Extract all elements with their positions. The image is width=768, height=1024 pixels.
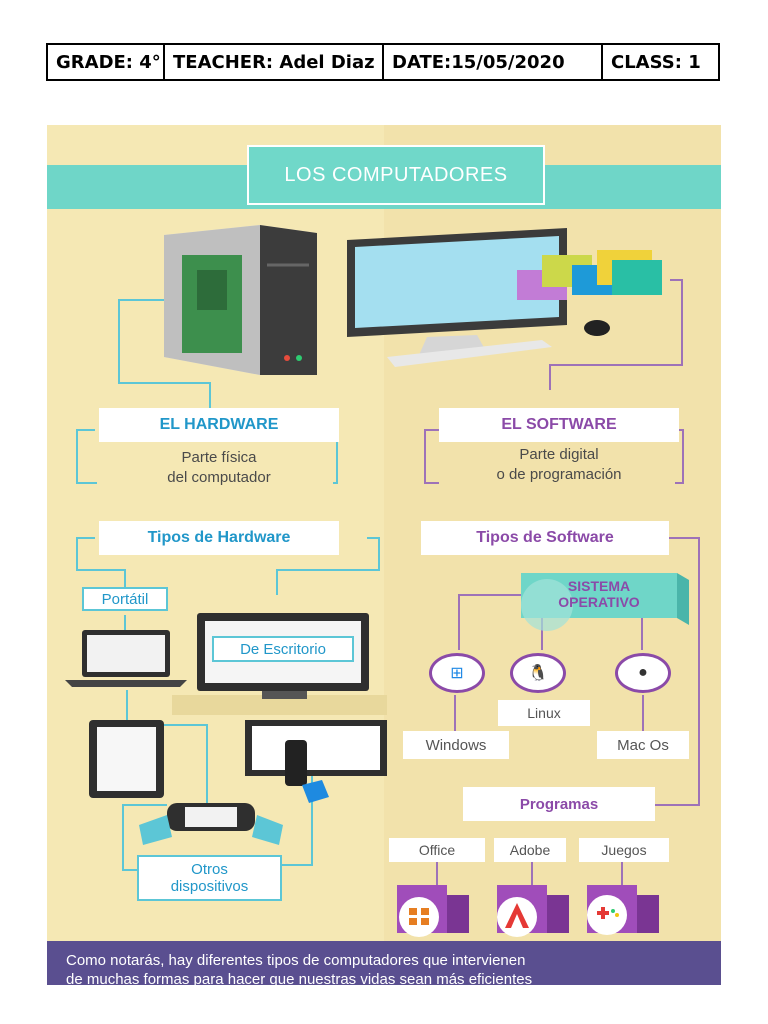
footer-line1: Como notarás, hay diferentes tipos de co… [66, 952, 526, 969]
desktop-monitor-icon [172, 613, 387, 715]
class-cell: CLASS: 1 [611, 51, 701, 73]
portatil-label: Portátil [82, 587, 168, 611]
footer-bar: Como notarás, hay diferentes tipos de co… [47, 941, 721, 985]
windows-logo-icon: ⊞ [429, 653, 485, 693]
otros-line1: Otros [191, 861, 228, 878]
teacher-cell: TEACHER: Adel Diaz [165, 45, 384, 79]
date-cell: DATE:15/05/2020 [384, 45, 603, 79]
infographic: LOS COMPUTADORES [47, 125, 721, 985]
so-line2: OPERATIVO [558, 594, 640, 610]
otros-dispositivos-label: Otros dispositivos [137, 855, 282, 901]
sistema-operativo-label: SISTEMA OPERATIVO [521, 578, 677, 610]
header-table: GRADE: 4° TEACHER: Adel Diaz DATE:15/05/… [46, 43, 720, 81]
tv-icon [245, 720, 387, 776]
adobe-icon [497, 885, 569, 937]
software-types-title: Tipos de Software [421, 521, 669, 555]
linux-label: Linux [498, 700, 590, 726]
tablet-icon [89, 720, 164, 798]
software-description-line2: o de programación [496, 466, 622, 483]
macos-label: Mac Os [597, 731, 689, 759]
hardware-types-title: Tipos de Hardware [99, 521, 339, 555]
hardware-description-line2: del computador [167, 469, 271, 486]
footer-text: Como notarás, hay diferentes tipos de co… [66, 951, 716, 985]
handheld-console-icon [139, 803, 283, 845]
windows-label: Windows [403, 731, 509, 759]
adobe-label: Adobe [494, 838, 566, 862]
office-icon [397, 885, 469, 937]
laptop-icon [65, 630, 187, 687]
so-line1: SISTEMA [567, 578, 631, 594]
juegos-label: Juegos [579, 838, 669, 862]
escritorio-label: De Escritorio [212, 636, 354, 662]
monitor-icon [347, 228, 662, 367]
infographic-graphics [65, 225, 700, 937]
hardware-description-line1: Parte física [181, 449, 257, 466]
hardware-title: EL HARDWARE [99, 408, 339, 442]
grade-cell: GRADE: 4° [48, 45, 165, 79]
linux-tux-icon: 🐧 [510, 653, 566, 693]
remote-icon [285, 740, 329, 803]
gamepad-icon [587, 885, 659, 935]
footer-line2: de muchas formas para hacer que nuestras… [66, 971, 533, 985]
infographic-title: LOS COMPUTADORES [247, 145, 545, 205]
computer-tower-icon [164, 225, 317, 375]
programas-label: Programas [463, 787, 655, 821]
software-description-line1: Parte digital [519, 446, 599, 463]
otros-line2: dispositivos [170, 878, 249, 895]
software-title: EL SOFTWARE [439, 408, 679, 442]
office-label: Office [389, 838, 485, 862]
apple-logo-icon: ● [615, 653, 671, 693]
sistema-operativo-banner [521, 573, 689, 631]
